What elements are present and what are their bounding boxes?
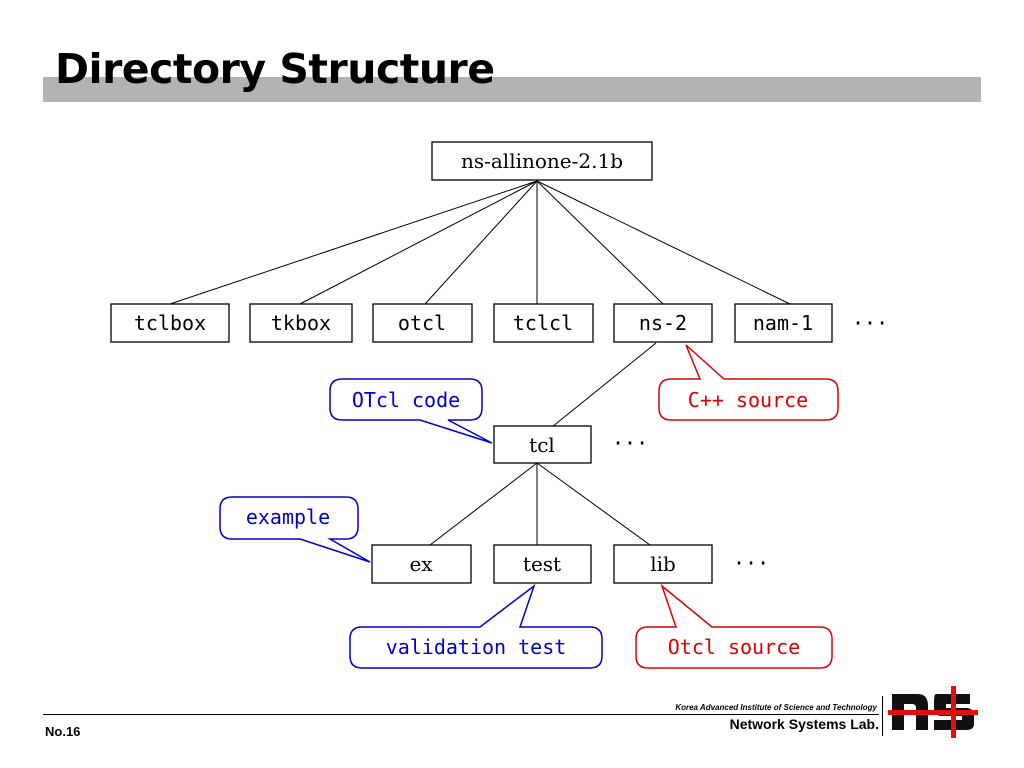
node-test: test (493, 544, 592, 584)
institute-name: Korea Advanced Institute of Science and … (675, 703, 877, 712)
svg-text:example: example (246, 505, 330, 529)
svg-text:OTcl code: OTcl code (352, 388, 460, 412)
tcl-edges (429, 462, 651, 546)
node-nam-1: nam-1 (734, 303, 833, 343)
callout-cpp-source: C++ source (658, 344, 839, 421)
callout-otcl-code: OTcl code (329, 378, 493, 444)
title-bar (43, 77, 981, 102)
svg-text:validation test: validation test (386, 635, 567, 659)
ellipsis-level1: ··· (852, 311, 888, 335)
svg-text:tclbox: tclbox (134, 311, 206, 335)
node-tclbox: tclbox (110, 303, 230, 343)
root-label: ns-allinone-2.1b (461, 149, 623, 173)
logo-separator (882, 696, 883, 736)
ns-logo-icon (888, 686, 978, 738)
svg-text:tcl: tcl (529, 433, 555, 457)
root-node: ns-allinone-2.1b (431, 141, 653, 181)
edge-ns2-tcl (551, 342, 657, 428)
svg-text:otcl: otcl (398, 311, 446, 335)
svg-text:ns-2: ns-2 (639, 311, 687, 335)
svg-text:ex: ex (409, 552, 433, 576)
node-tkbox: tkbox (249, 303, 353, 343)
svg-text:nam-1: nam-1 (753, 311, 813, 335)
callout-otcl-source: Otcl source (635, 583, 833, 669)
node-lib: lib (613, 544, 713, 584)
page-title: Directory Structure (55, 45, 495, 93)
lab-name: Network Systems Lab. (729, 716, 879, 732)
svg-text:lib: lib (650, 552, 676, 576)
ellipsis-level2: ··· (612, 431, 648, 455)
svg-text:test: test (523, 552, 561, 576)
svg-text:tkbox: tkbox (271, 311, 331, 335)
page-number: No.16 (45, 724, 81, 739)
node-ex: ex (371, 544, 472, 584)
footer-divider (43, 714, 879, 715)
node-ns-2: ns-2 (613, 303, 713, 343)
root-edges (169, 180, 791, 305)
callout-validation-test: validation test (349, 583, 603, 669)
node-otcl: otcl (372, 303, 473, 343)
svg-text:Otcl source: Otcl source (668, 635, 800, 659)
svg-text:tclcl: tclcl (513, 311, 573, 335)
callout-example: example (219, 496, 371, 563)
ellipsis-level3: ··· (733, 551, 769, 575)
svg-text:C++ source: C++ source (688, 388, 808, 412)
node-tclcl: tclcl (493, 303, 594, 343)
node-tcl: tcl (493, 425, 592, 464)
